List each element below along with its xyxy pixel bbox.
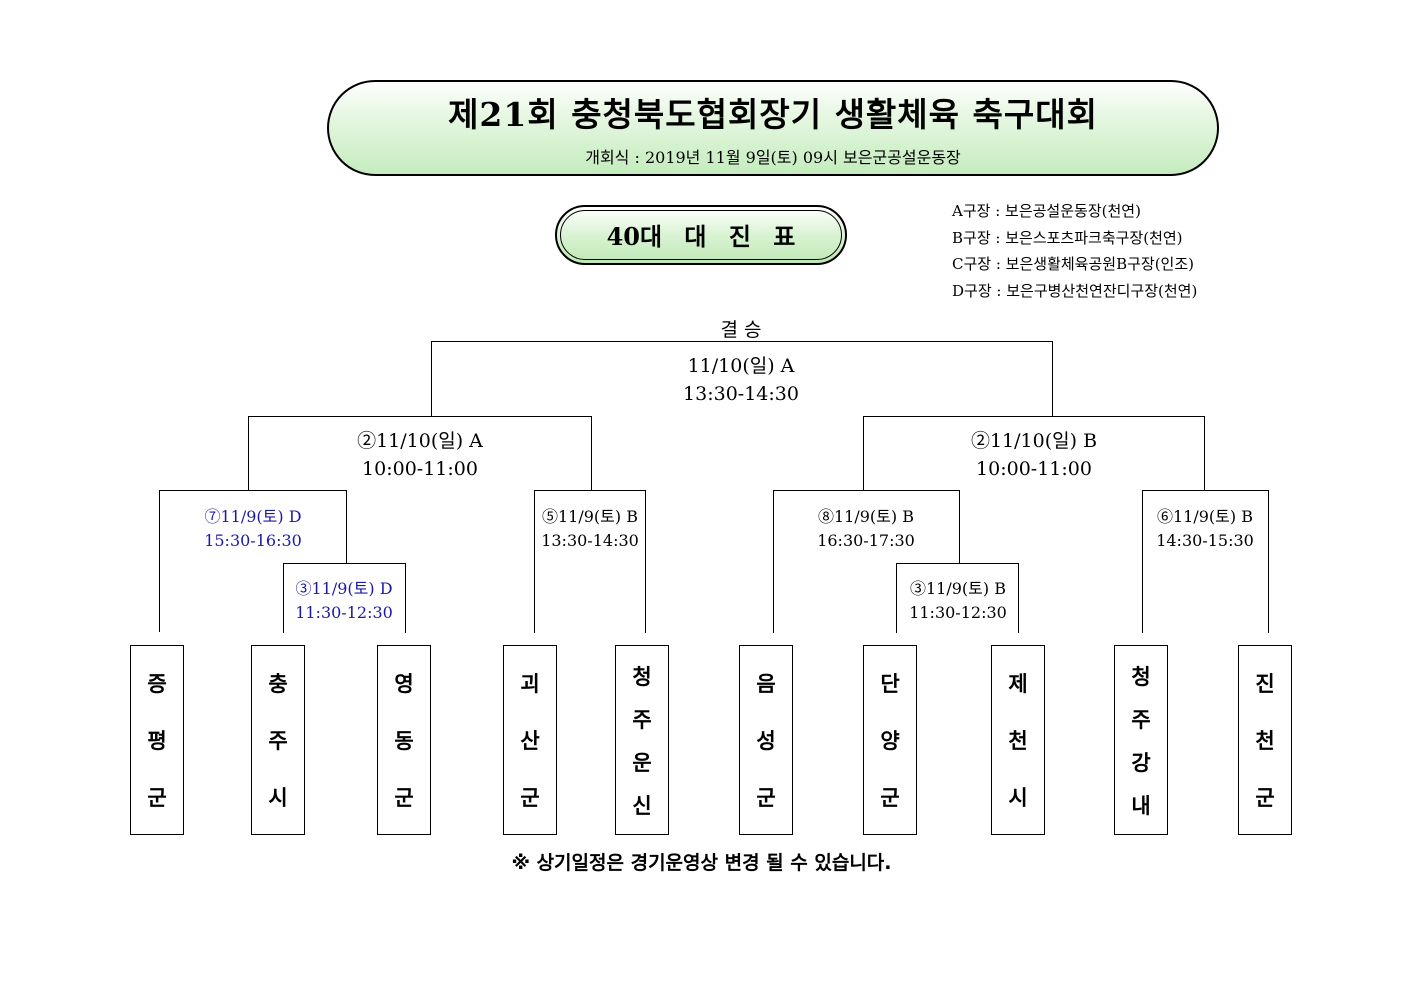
venue-b: B구장 : 보은스포츠파크축구장(천연) <box>952 229 1183 247</box>
qf1-time: 15:30-16:30 <box>204 531 302 550</box>
venue-a: A구장 : 보은공설운동장(천연) <box>952 202 1141 220</box>
team-char: 시 <box>268 786 288 811</box>
team-char: 양 <box>880 728 900 753</box>
final-time: 13:30-14:30 <box>683 383 799 405</box>
final-bracket-right <box>1052 341 1053 416</box>
team-char: 충 <box>268 671 288 696</box>
team-box-jincheon: 진 천 군 <box>1238 645 1292 835</box>
semi-right-time: 10:00-11:00 <box>976 458 1092 480</box>
team-char: 군 <box>394 786 414 811</box>
final-bracket-top <box>431 341 1053 342</box>
semi-left-date: ②11/10(일) A <box>357 430 483 452</box>
team-char: 단 <box>880 671 900 696</box>
team-char: 청 <box>1131 664 1151 689</box>
qf1-right <box>346 490 347 563</box>
team-char: 신 <box>632 793 652 818</box>
team-char: 평 <box>147 728 167 753</box>
r1-right-time: 11:30-12:30 <box>909 603 1007 622</box>
final-heading: 결 승 <box>720 319 762 341</box>
r1-right-date: ③11/9(토) B <box>910 579 1006 598</box>
qf1-top <box>159 490 347 491</box>
team-char: 청 <box>632 664 652 689</box>
team-char: 영 <box>394 671 414 696</box>
team-char: 성 <box>756 728 776 753</box>
team-char: 음 <box>756 671 776 696</box>
team-char: 진 <box>1255 671 1275 696</box>
team-box-eumseong: 음 성 군 <box>739 645 793 835</box>
qf4-right <box>1268 490 1269 633</box>
team-char: 군 <box>520 786 540 811</box>
r1-right-right <box>1018 563 1019 633</box>
team-char: 군 <box>756 786 776 811</box>
qf4-left <box>1142 490 1143 633</box>
team-box-cheongju-gangnae: 청 주 강 내 <box>1114 645 1168 835</box>
team-box-danyang: 단 양 군 <box>863 645 917 835</box>
team-char: 천 <box>1255 728 1275 753</box>
qf4-date: ⑥11/9(토) B <box>1157 507 1253 526</box>
schedule-change-note: ※ 상기일정은 경기운영상 변경 될 수 있습니다. <box>511 852 892 874</box>
r1-left-top <box>283 563 406 564</box>
qf4-time: 14:30-15:30 <box>1156 531 1254 550</box>
r1-left-time: 11:30-12:30 <box>295 603 393 622</box>
team-char: 주 <box>632 707 652 732</box>
semi-left-time: 10:00-11:00 <box>362 458 478 480</box>
team-char: 군 <box>880 786 900 811</box>
team-box-chungju: 충 주 시 <box>251 645 305 835</box>
team-char: 괴 <box>520 671 540 696</box>
semi-left-top <box>248 416 592 417</box>
semi-left-right <box>591 416 592 490</box>
team-char: 군 <box>147 786 167 811</box>
final-date: 11/10(일) A <box>687 355 795 377</box>
team-char: 운 <box>632 750 652 775</box>
team-char: 동 <box>394 728 414 753</box>
team-char: 산 <box>520 728 540 753</box>
team-char: 군 <box>1255 786 1275 811</box>
qf1-date: ⑦11/9(토) D <box>204 507 302 526</box>
title-banner <box>327 80 1219 176</box>
semi-right-date: ②11/10(일) B <box>970 430 1098 452</box>
team-char: 증 <box>147 671 167 696</box>
team-char: 주 <box>1131 707 1151 732</box>
bracket-title: 40대 대 진 표 <box>606 222 796 251</box>
page-title: 제21회 충청북도협회장기 생활체육 축구대회 <box>448 95 1098 134</box>
final-bracket-left <box>431 341 432 416</box>
r1-left-left <box>283 563 284 633</box>
qf3-right <box>959 490 960 563</box>
team-char: 주 <box>268 728 288 753</box>
qf1-left <box>159 490 160 632</box>
team-box-goesan: 괴 산 군 <box>503 645 557 835</box>
semi-right-right <box>1204 416 1205 490</box>
qf3-time: 16:30-17:30 <box>817 531 915 550</box>
venue-d: D구장 : 보은구병산천연잔디구장(천연) <box>952 282 1198 300</box>
qf3-date: ⑧11/9(토) B <box>818 507 914 526</box>
semi-left-left <box>248 416 249 490</box>
semi-right-top <box>863 416 1205 417</box>
team-char: 강 <box>1131 750 1151 775</box>
team-char: 내 <box>1131 793 1151 818</box>
team-box-jecheon: 제 천 시 <box>991 645 1045 835</box>
qf3-top <box>773 490 960 491</box>
opening-ceremony-info: 개회식 : 2019년 11월 9일(토) 09시 보은군공설운동장 <box>585 148 961 167</box>
qf3-left <box>773 490 774 633</box>
team-char: 시 <box>1008 786 1028 811</box>
team-box-cheongju-unsin: 청 주 운 신 <box>615 645 669 835</box>
team-box-yeongdong: 영 동 군 <box>377 645 431 835</box>
qf2-left <box>534 490 535 633</box>
qf2-time: 13:30-14:30 <box>541 531 639 550</box>
qf2-date: ⑤11/9(토) B <box>542 507 638 526</box>
qf4-top <box>1142 490 1269 491</box>
team-box-jeungpyeong: 증 평 군 <box>130 645 184 835</box>
team-char: 천 <box>1008 728 1028 753</box>
r1-left-date: ③11/9(토) D <box>295 579 393 598</box>
r1-left-right <box>405 563 406 633</box>
qf2-right <box>645 490 646 633</box>
r1-right-top <box>896 563 1019 564</box>
venue-c: C구장 : 보은생활체육공원B구장(인조) <box>952 255 1194 273</box>
r1-right-left <box>896 563 897 633</box>
bracket-title-banner <box>555 205 847 265</box>
bracket-title-inner-border <box>560 210 842 260</box>
semi-right-left <box>863 416 864 490</box>
qf2-top <box>534 490 646 491</box>
team-char: 제 <box>1008 671 1028 696</box>
